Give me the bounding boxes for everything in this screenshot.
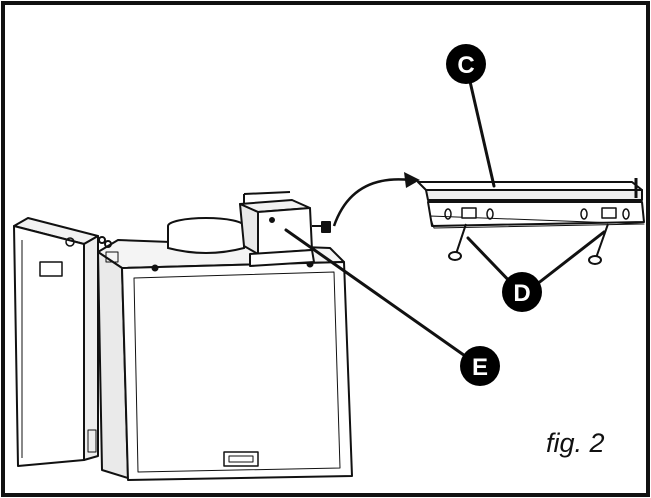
callout-c-label: C — [457, 52, 474, 79]
callout-d-label: D — [513, 280, 530, 307]
hood-body — [97, 236, 353, 481]
callout-e: E — [460, 346, 500, 386]
callout-c: C — [446, 44, 486, 84]
callout-d: D — [502, 272, 542, 312]
callout-e-label: E — [472, 354, 488, 381]
figure-caption: fig. 2 — [546, 428, 605, 458]
curved-arrow — [332, 172, 420, 227]
mounting-bracket — [417, 178, 645, 265]
side-control-box — [13, 217, 99, 467]
blower-housing — [167, 217, 245, 254]
